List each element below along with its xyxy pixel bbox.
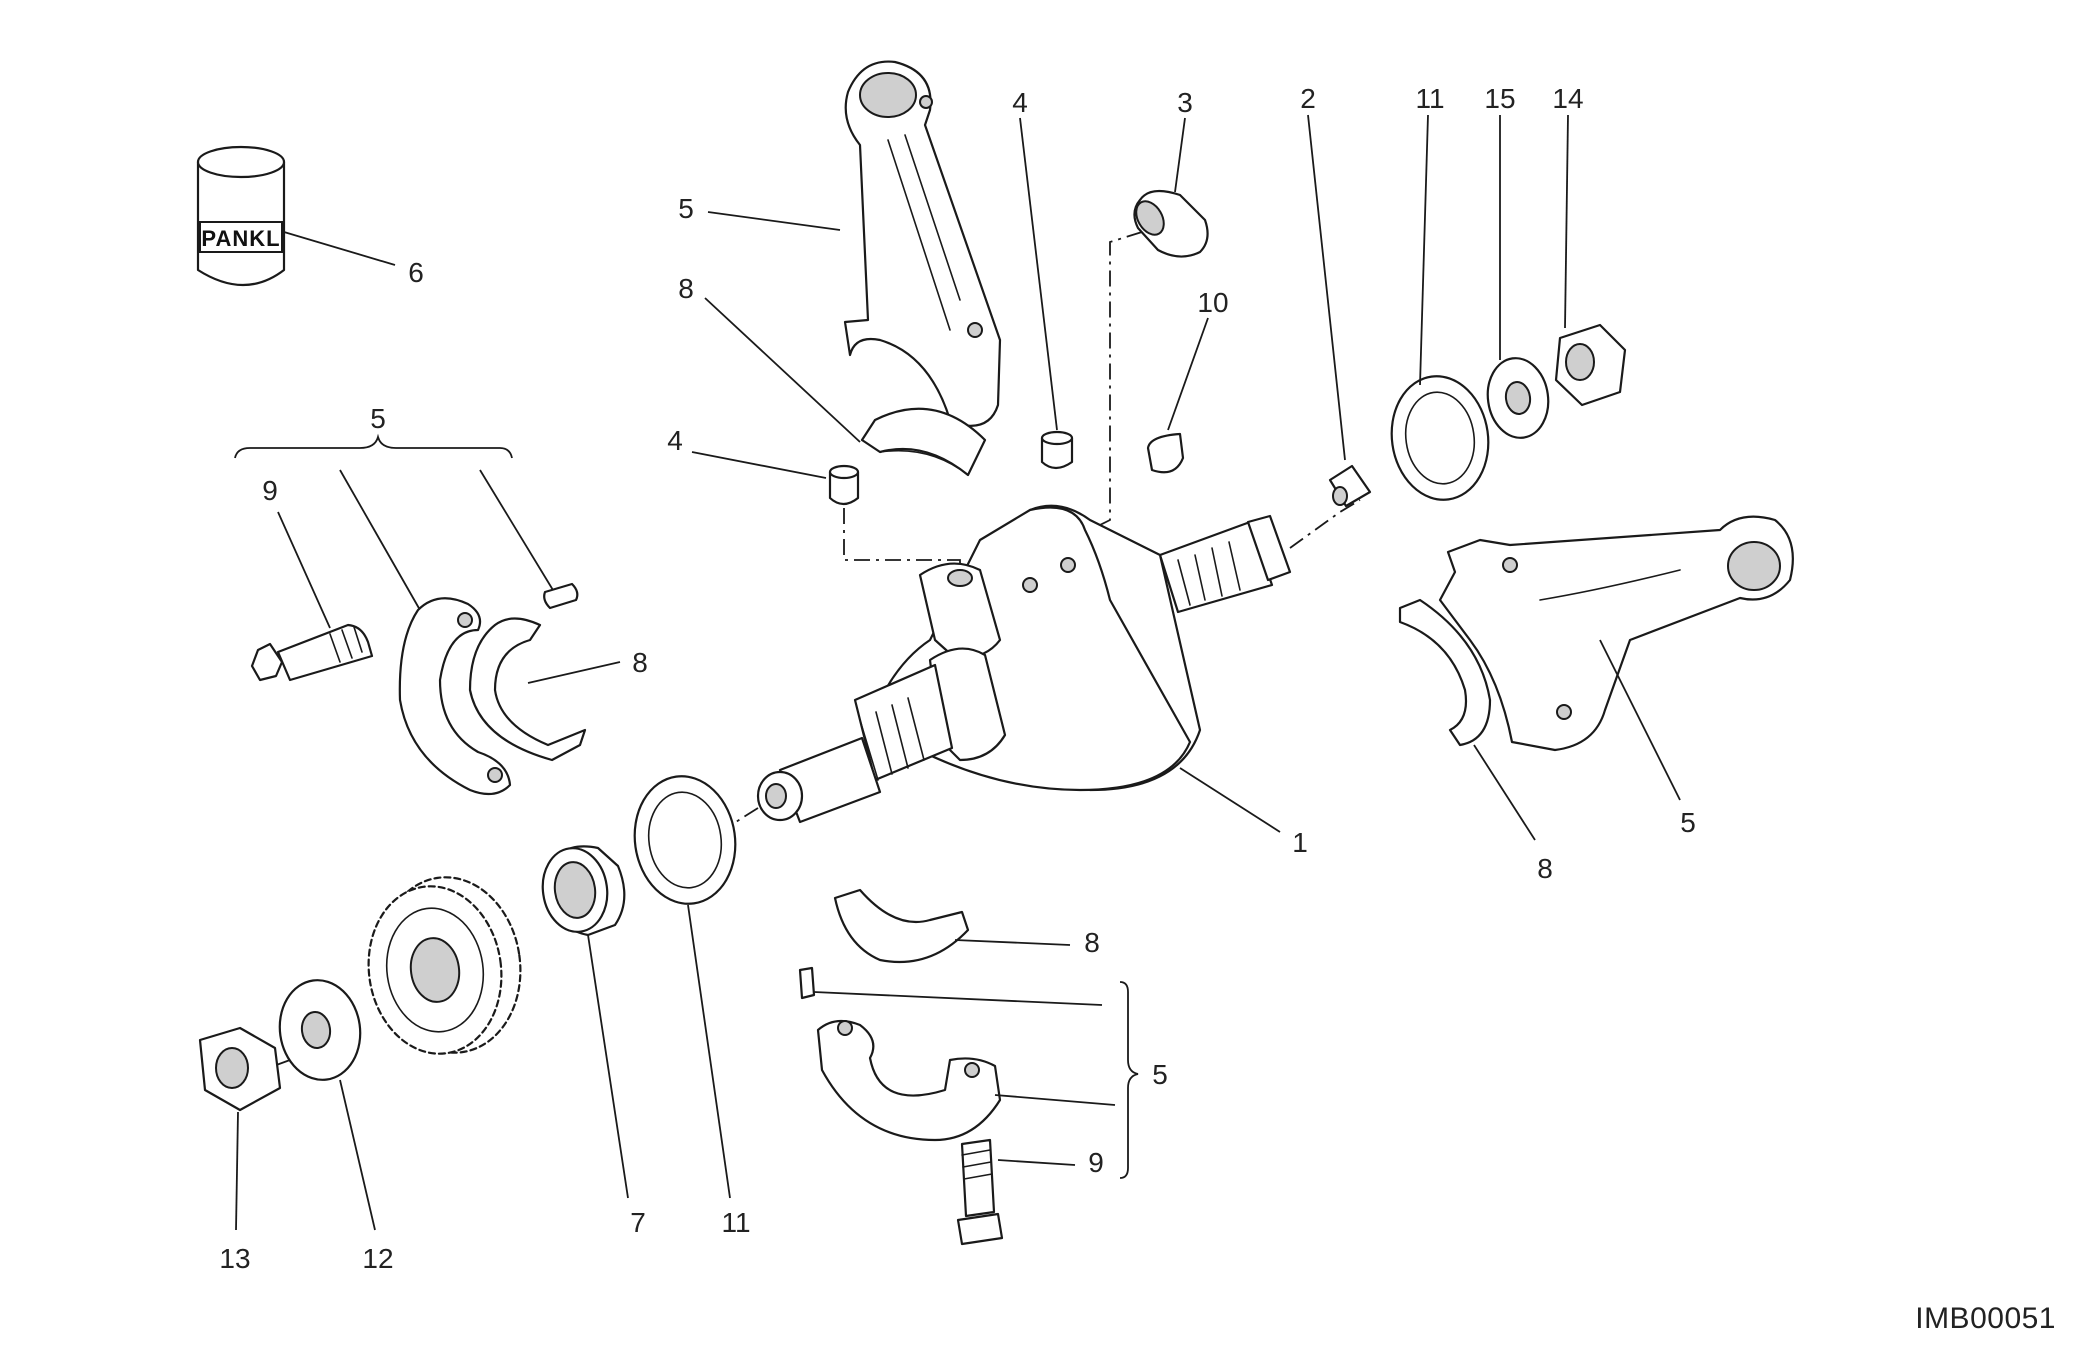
part-6-pankl-container: PANKL: [196, 145, 286, 287]
part-8-bearing-shell-left: [468, 617, 587, 762]
part-3-threaded-plug: [1133, 189, 1209, 258]
callout-6: 6: [408, 257, 424, 288]
part-13-nut: [198, 1026, 282, 1112]
callout-11-front: 11: [721, 1207, 750, 1238]
part-8-bearing-shell-lower: [833, 888, 970, 964]
part-4-plug-left: [828, 464, 860, 506]
part-pin-dowel-left: [543, 582, 579, 610]
part-9-cap-bolt-lower: [956, 1138, 1004, 1246]
callout-11-rear: 11: [1415, 83, 1444, 114]
part-10-key: [1146, 432, 1185, 474]
part-9-cap-bolt-left: [250, 623, 374, 682]
part-15-tab-washer: [1486, 357, 1550, 439]
callout-8-lower: 8: [1084, 927, 1100, 958]
part-7-seal-ring: [541, 845, 626, 937]
callout-14: 14: [1552, 83, 1583, 114]
part-4-plug-right: [1040, 430, 1074, 470]
part-timing-gear: [367, 876, 522, 1055]
part-5-rod-cap-lower: [816, 1019, 1002, 1142]
callout-5-upper: 5: [678, 193, 694, 224]
callout-15: 15: [1484, 83, 1515, 114]
part-11-shim-rear: [1390, 375, 1490, 501]
callout-5-right: 5: [1680, 807, 1696, 838]
callout-13: 13: [219, 1243, 250, 1274]
part-5-rod-cap-left: [398, 597, 512, 796]
callout-2: 2: [1300, 83, 1316, 114]
part-8-bearing-shell-right: [1398, 598, 1492, 747]
diagram-reference-code: IMB00051: [1915, 1302, 2056, 1335]
callout-8-right: 8: [1537, 853, 1553, 884]
part-5-connecting-rod-right: [1438, 515, 1794, 752]
part-1-crankshaft: [756, 504, 1292, 824]
callout-12: 12: [362, 1243, 393, 1274]
part-14-nut: [1554, 323, 1627, 407]
callout-8-left: 8: [632, 647, 648, 678]
callout-7: 7: [630, 1207, 646, 1238]
pankl-label: PANKL: [201, 226, 280, 251]
callout-8-upper: 8: [678, 273, 694, 304]
callout-9-lower: 9: [1088, 1147, 1104, 1178]
part-pin-dowel-lower: [798, 966, 816, 1000]
callout-4-left: 4: [667, 425, 683, 456]
callout-3: 3: [1177, 87, 1193, 118]
part-11-shim-front: [633, 775, 737, 905]
callout-4-right: 4: [1012, 87, 1028, 118]
callout-5-lower-group: 5: [1152, 1059, 1168, 1090]
callout-9-left: 9: [262, 475, 278, 506]
part-12-washer: [278, 979, 362, 1081]
part-8-bearing-shell-upper: [860, 407, 987, 477]
callout-1: 1: [1292, 827, 1308, 858]
callout-10: 10: [1197, 287, 1228, 318]
callout-5-left-group: 5: [370, 403, 386, 434]
part-2-grub-screw: [1328, 464, 1372, 508]
part-5-connecting-rod-upper: [843, 60, 1002, 427]
